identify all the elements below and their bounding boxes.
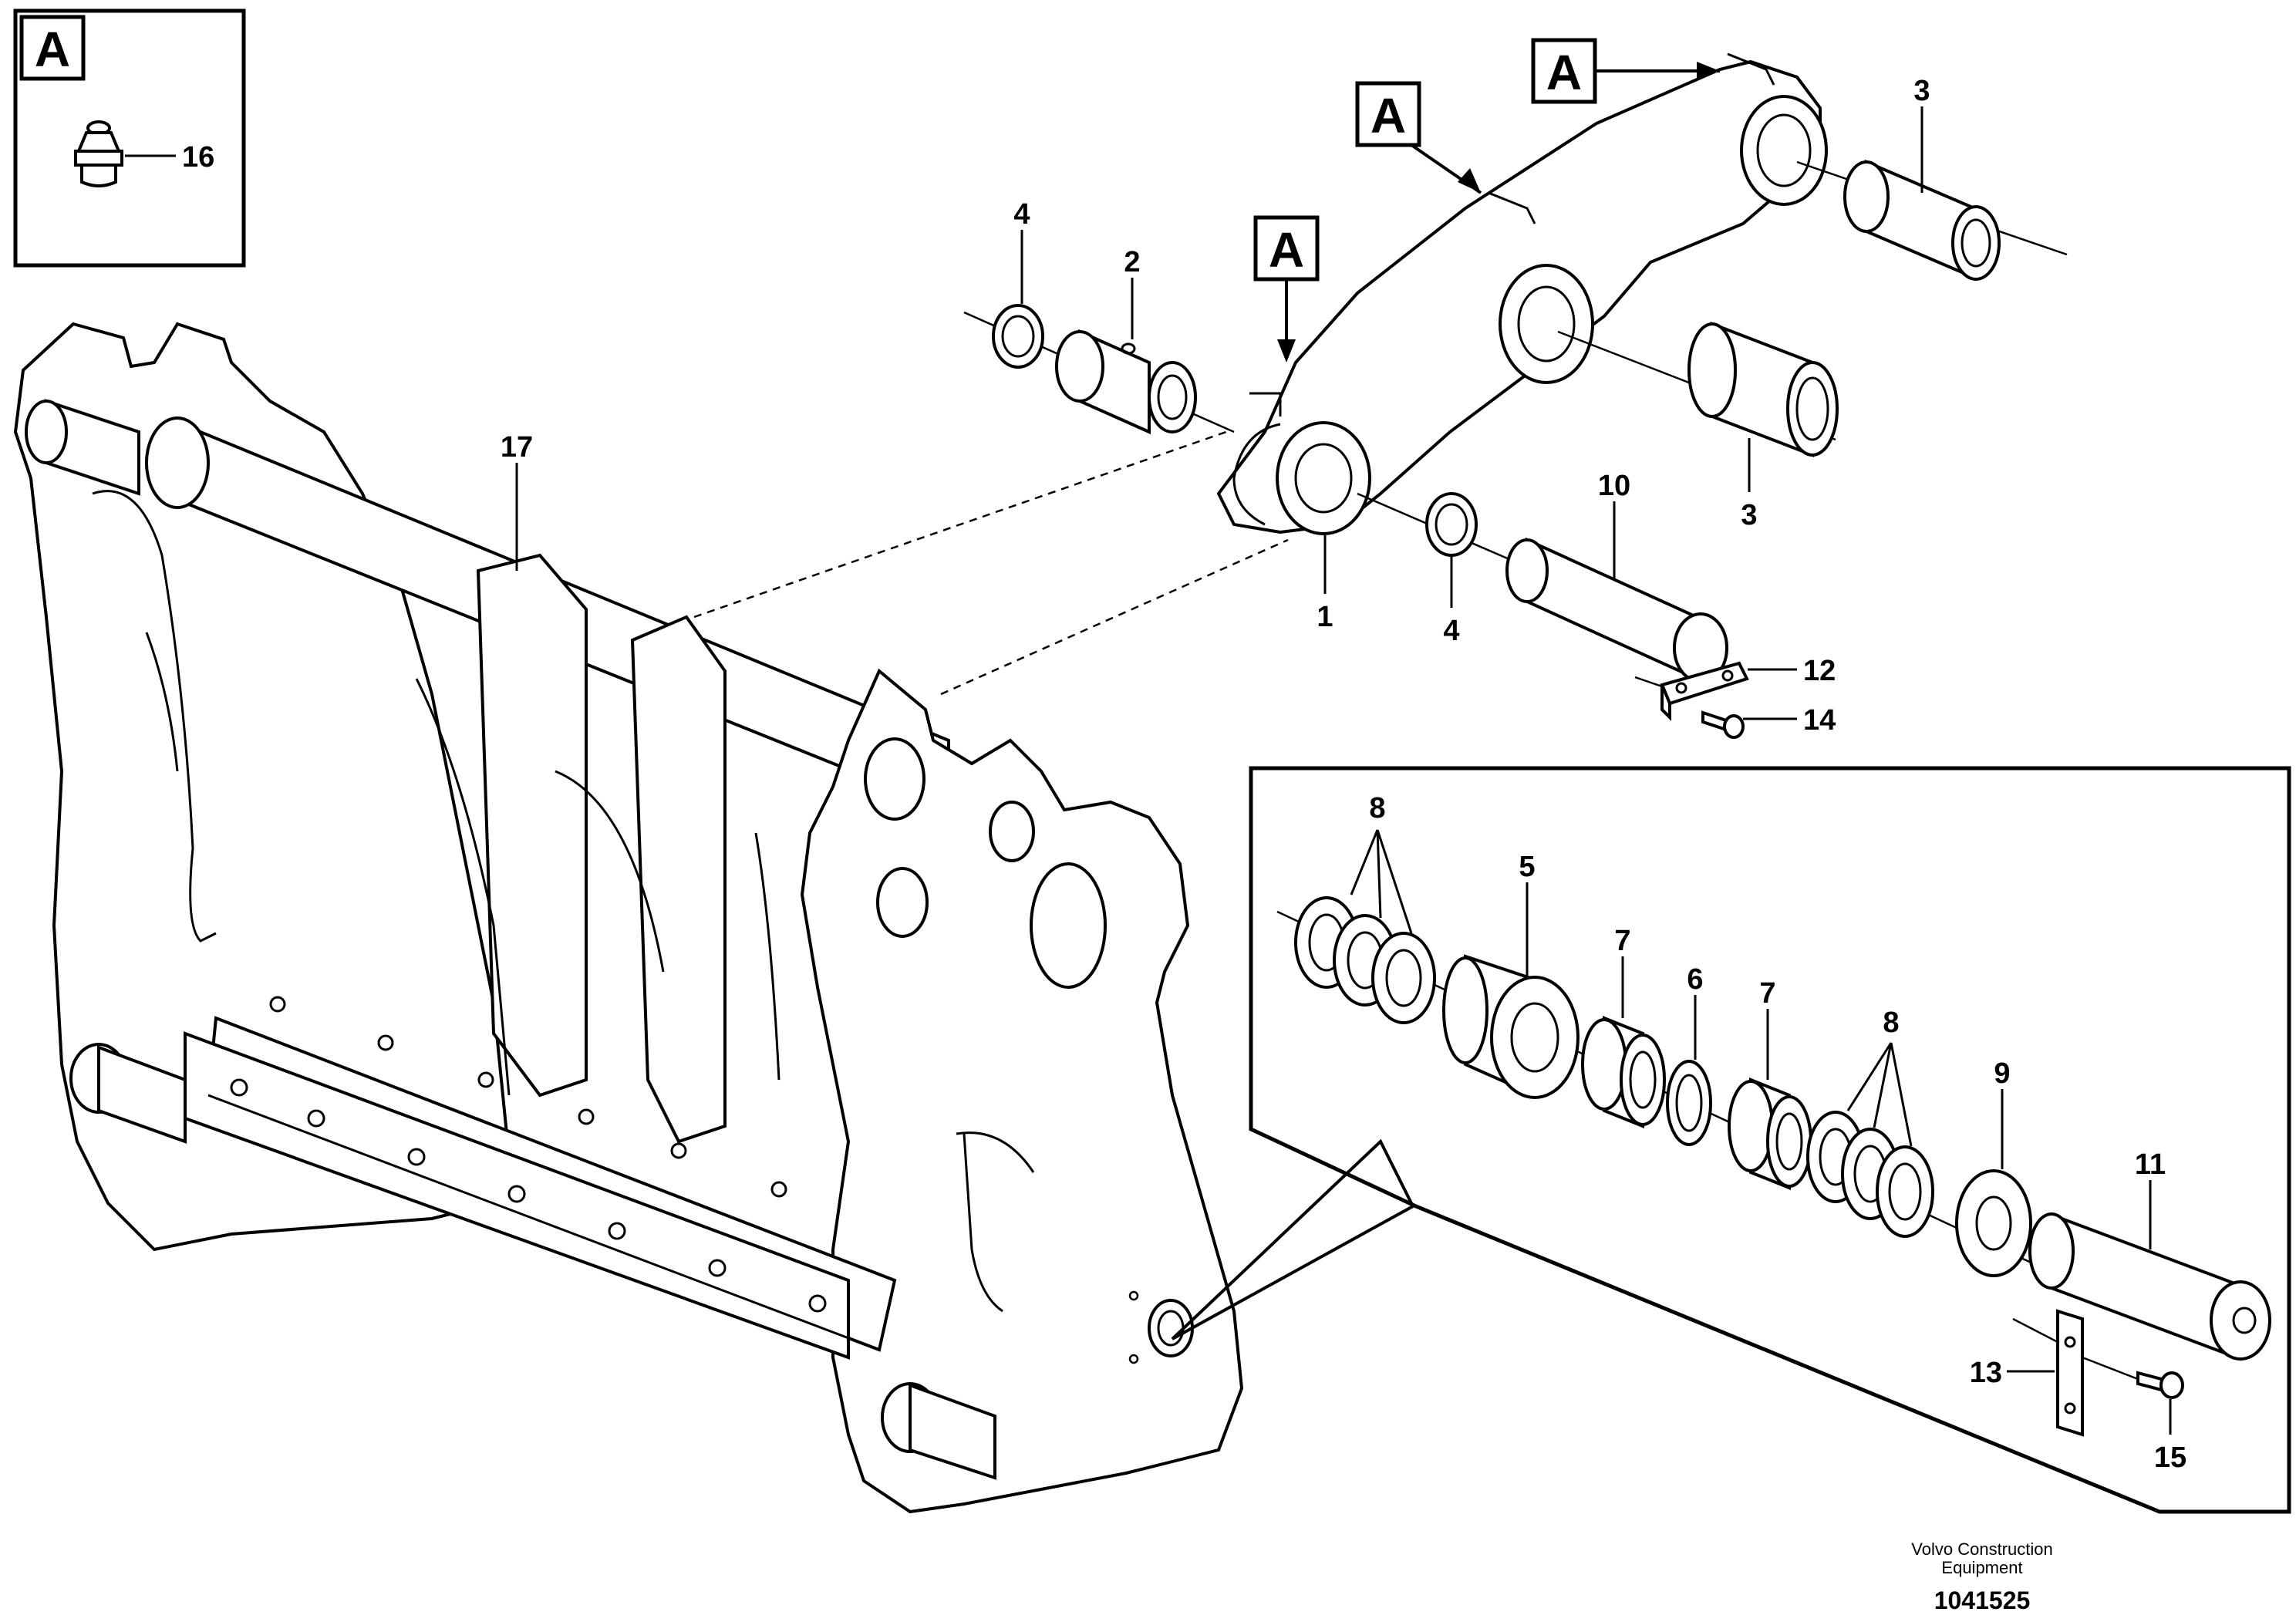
- reference-marker-a-1: A: [1531, 38, 1720, 104]
- part-label-4a: 4: [1013, 198, 1030, 231]
- publisher-line-2: Equipment: [1941, 1558, 2022, 1577]
- seal-4: [992, 304, 1044, 369]
- part-label-5: 5: [1519, 851, 1535, 883]
- part-label-7a: 7: [1614, 925, 1630, 957]
- bolt-row: [230, 996, 827, 1313]
- bushing-7a: [1581, 1016, 1666, 1128]
- svg-text:A: A: [1269, 222, 1304, 278]
- screw-15: [2136, 1371, 2184, 1399]
- bushing-2: [1055, 329, 1197, 435]
- detail-box-pin-assembly: 8 5 7 6 7 8 9 11 13 15: [1171, 766, 2291, 1514]
- reference-marker-a: A: [35, 22, 70, 77]
- part-label-16: 16: [182, 141, 214, 174]
- loader-frame-17: [13, 322, 1244, 1514]
- part-label-10: 10: [1598, 470, 1630, 502]
- part-label-8b: 8: [1883, 1007, 1899, 1039]
- part-label-17: 17: [501, 431, 533, 464]
- screw-14: [1701, 710, 1745, 739]
- part-label-11: 11: [2135, 1148, 2166, 1181]
- part-label-3a: 3: [1913, 75, 1930, 107]
- reference-marker-a-3: A: [1253, 215, 1320, 363]
- part-label-3b: 3: [1741, 499, 1757, 531]
- part-label-9: 9: [1994, 1057, 2010, 1090]
- washers-8-right: [1806, 1111, 1934, 1238]
- part-label-12: 12: [1803, 655, 1836, 687]
- bushing-7b: [1728, 1077, 1812, 1190]
- lock-plate-13: [2012, 1309, 2084, 1437]
- part-label-6: 6: [1687, 963, 1703, 996]
- part-label-7b: 7: [1759, 977, 1775, 1010]
- pin-10: [1505, 537, 1728, 683]
- part-label-15: 15: [2154, 1442, 2186, 1474]
- grease-nipple-icon: [74, 120, 123, 187]
- drawing-number: 1041525: [1934, 1587, 2031, 1614]
- sleeve-5: [1442, 954, 1580, 1099]
- link-arm-1: [1216, 52, 1828, 535]
- part-label-4b: 4: [1443, 615, 1459, 647]
- part-label-1: 1: [1317, 601, 1333, 633]
- bushing-3-lower: [1687, 322, 1839, 457]
- seal-4b: [1425, 492, 1478, 557]
- publisher-line-1: Volvo Construction: [1911, 1539, 2052, 1559]
- part-label-2: 2: [1124, 246, 1140, 278]
- lock-plate-12: [1634, 661, 1749, 721]
- part-label-8a: 8: [1369, 792, 1385, 824]
- reference-marker-a-2: A: [1355, 81, 1482, 194]
- part-label-14: 14: [1803, 704, 1836, 737]
- ring-6: [1666, 1060, 1712, 1146]
- part-label-13: 13: [1970, 1357, 2002, 1389]
- washers-8-left: [1294, 896, 1436, 1024]
- detail-box-grease-nipple: A 16: [13, 8, 246, 268]
- bushing-3-top: [1843, 159, 2001, 281]
- svg-text:A: A: [1371, 88, 1406, 143]
- washer-9: [1955, 1169, 2032, 1277]
- svg-text:A: A: [1546, 45, 1582, 100]
- pin-11: [2028, 1212, 2271, 1361]
